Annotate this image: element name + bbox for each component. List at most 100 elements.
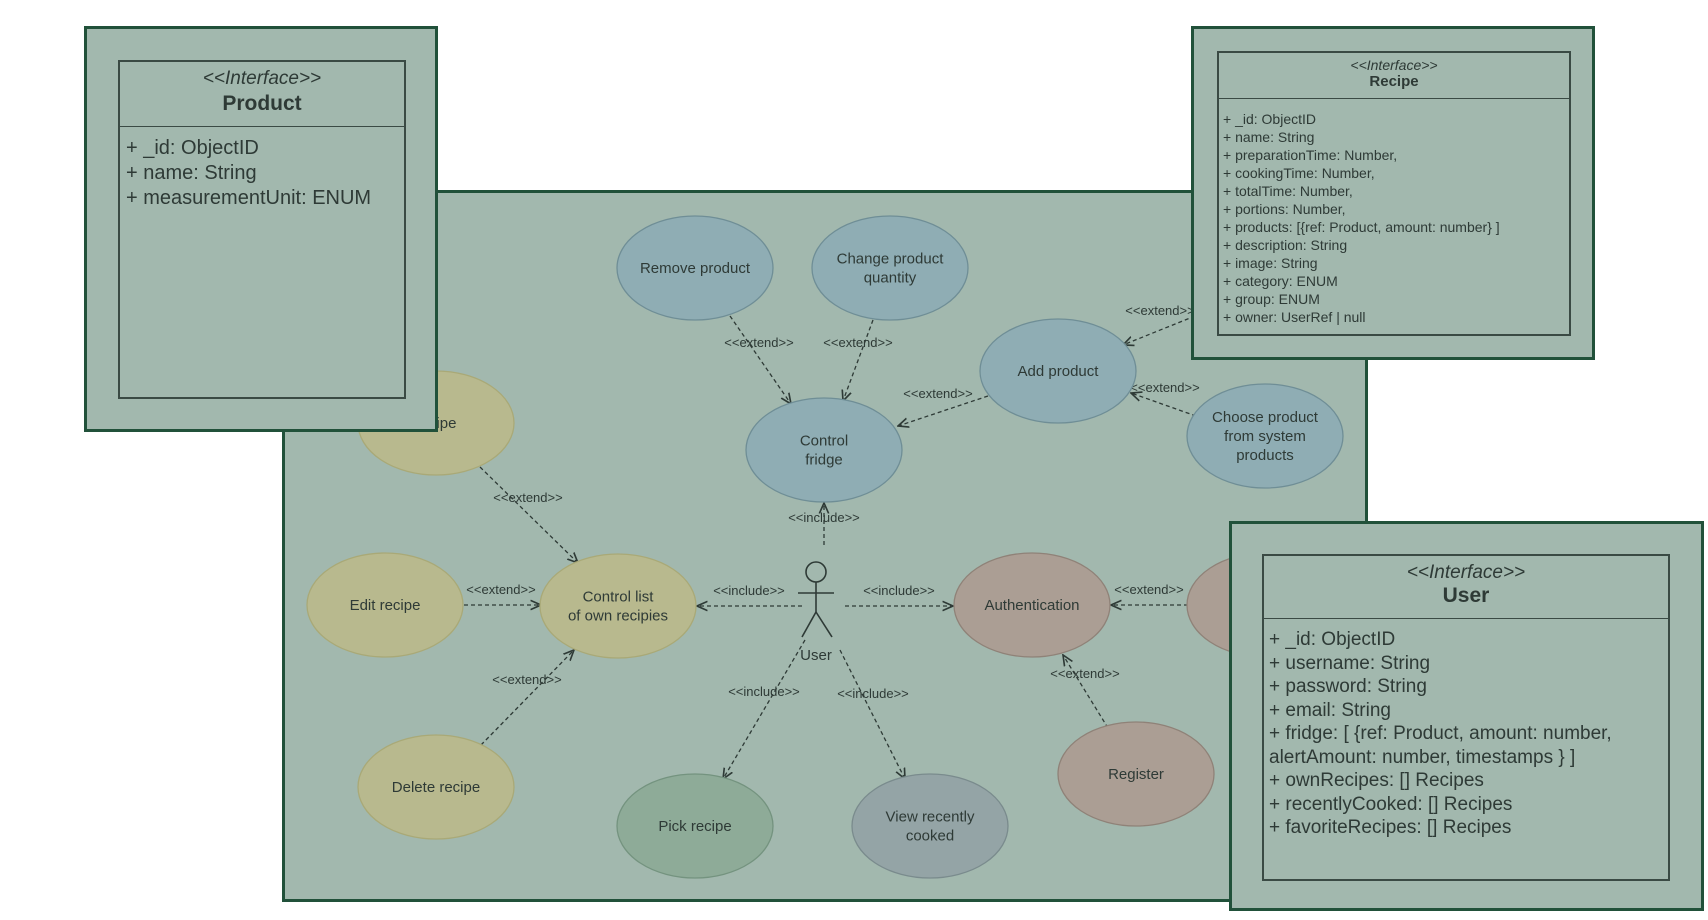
use-case-label: products <box>1236 447 1294 464</box>
user-actor: User <box>798 561 834 664</box>
attribute: + recentlyCooked: [] Recipes <box>1269 793 1513 815</box>
relation-choose-product-to-add-product: <<extend>> <box>1130 380 1200 417</box>
use-case-label: Choose product <box>1212 409 1319 426</box>
attribute: + password: String <box>1269 676 1427 697</box>
relation-label: <<extend>> <box>724 335 793 350</box>
use-case-label: Delete recipe <box>392 779 480 796</box>
use-case-label: cooked <box>906 828 954 845</box>
relation-label: <<extend>> <box>823 335 892 350</box>
class-name: User <box>1442 584 1490 607</box>
relation-label: <<extend>> <box>466 582 535 597</box>
use-case-label: Control <box>800 433 848 450</box>
divider <box>1264 618 1668 619</box>
relation-label: <<extend>> <box>1125 303 1194 318</box>
relation-label: <<extend>> <box>1050 666 1119 681</box>
attribute: + description: String <box>1223 237 1348 253</box>
use-case-ellipse <box>1186 383 1344 489</box>
relation-label: <<extend>> <box>1114 582 1183 597</box>
relation-add-product-to-control-fridge: <<extend>> <box>898 386 989 426</box>
relation-label: <<include>> <box>788 510 860 525</box>
attribute: + ownRecipes: [] Recipes <box>1269 770 1484 791</box>
use-case-label: quantity <box>864 270 917 287</box>
divider <box>120 126 404 127</box>
use-case-ellipse <box>745 397 903 503</box>
attribute: + name: String <box>126 162 257 184</box>
relation-line <box>843 319 874 401</box>
relation-auth-partial-to-authentication: <<extend>> <box>1111 582 1188 605</box>
use-case-label: Control list <box>583 589 655 606</box>
class-name: Product <box>222 92 302 115</box>
use-case-label: Add product <box>1018 363 1100 380</box>
use-case-ellipse <box>1057 721 1215 827</box>
use-case-add-product: Add product <box>979 318 1137 424</box>
use-case-control-fridge: Control fridge <box>745 397 903 503</box>
attribute: + name: String <box>1223 129 1315 145</box>
relation-line <box>839 649 905 779</box>
use-case-label: from system <box>1224 428 1306 445</box>
attribute: + favoriteRecipes: [] Recipes <box>1269 817 1512 838</box>
relation-label: <<extend>> <box>1130 380 1199 395</box>
use-case-edit-recipe: Edit recipe <box>306 552 464 658</box>
attribute: + fridge: [ {ref: Product, amount: numbe… <box>1269 723 1612 768</box>
stereotype-label: <<Interface>> <box>202 68 322 89</box>
use-case-ellipse <box>851 773 1009 879</box>
attribute: + totalTime: Number, <box>1223 183 1353 199</box>
attribute: + category: ENUM <box>1223 273 1338 289</box>
relation-user-to-pick-recipe: <<include>> <box>723 639 806 779</box>
relation-label: <<extend>> <box>903 386 972 401</box>
relation-remove-product-to-control-fridge: <<extend>> <box>724 315 794 404</box>
use-case-choose-product: Choose product from system products <box>1186 383 1344 489</box>
attribute: + _id: ObjectID <box>1223 111 1316 127</box>
use-case-ellipse <box>539 553 697 659</box>
use-case-ellipse <box>357 734 515 840</box>
attribute-list: + _id: ObjectID + username: String + pas… <box>1269 628 1669 840</box>
attribute: + username: String <box>1269 652 1431 674</box>
attribute: + cookingTime: Number, <box>1223 165 1375 181</box>
relation-change-product-quantity-to-control-fridge: <<extend>> <box>823 319 893 401</box>
use-case-label: Authentication <box>984 597 1079 614</box>
use-case-ellipse <box>616 773 774 879</box>
relation-edit-recipe-to-control-list: <<extend>> <box>464 582 541 605</box>
attribute: + portions: Number, <box>1223 201 1346 217</box>
relation-label: <<include>> <box>713 583 785 598</box>
use-case-ellipse <box>953 552 1111 658</box>
attribute: + measurementUnit: ENUM <box>126 187 372 209</box>
attribute: + group: ENUM <box>1223 291 1320 307</box>
relation-line <box>898 395 989 426</box>
relation-label: <<include>> <box>728 684 800 699</box>
relation-label: <<extend>> <box>492 672 561 687</box>
use-case-label: Pick recipe <box>658 818 731 835</box>
relation-user-to-view-recently-cooked: <<include>> <box>837 649 909 779</box>
use-case-label: Remove product <box>640 260 751 277</box>
attribute: + preparationTime: Number, <box>1223 147 1398 163</box>
use-case-delete-recipe: Delete recipe <box>357 734 515 840</box>
relation-top-right-partial-to-add-product: <<extend>> <box>1123 303 1196 345</box>
use-case-label: fridge <box>805 452 843 469</box>
relation-line <box>1131 393 1197 417</box>
relation-user-to-control-fridge: <<include>> <box>788 503 860 545</box>
attribute: + image: String <box>1223 255 1318 271</box>
user-interface-card: <<Interface>> User + _id: ObjectID + use… <box>1229 521 1704 911</box>
recipe-interface-card: <<Interface>> Recipe + _id: ObjectID + n… <box>1191 26 1595 360</box>
relation-line <box>479 466 578 563</box>
attribute-list: + _id: ObjectID + name: String + measure… <box>126 136 371 211</box>
class-box: <<Interface>> User + _id: ObjectID + use… <box>1262 554 1670 881</box>
actor-label: User <box>800 647 832 664</box>
attribute: + products: [{ref: Product, amount: numb… <box>1223 219 1500 235</box>
use-case-ellipse <box>979 318 1137 424</box>
attribute: + _id: ObjectID <box>126 137 259 159</box>
stereotype-label: <<Interface>> <box>1350 57 1438 73</box>
relation-label: <<include>> <box>837 686 909 701</box>
use-case-pick-recipe: Pick recipe <box>616 773 774 879</box>
attribute: + email: String <box>1269 699 1391 721</box>
class-box: <<Interface>> Product + _id: ObjectID + … <box>118 60 406 399</box>
relation-line <box>480 650 574 746</box>
relation-register-to-authentication: <<extend>> <box>1050 655 1120 729</box>
relation-recipe-partial-to-control-list: <<extend>> <box>479 466 578 563</box>
attribute: + _id: ObjectID <box>1269 629 1396 650</box>
relation-delete-recipe-to-control-list: <<extend>> <box>480 650 574 746</box>
relation-label: <<include>> <box>863 583 935 598</box>
